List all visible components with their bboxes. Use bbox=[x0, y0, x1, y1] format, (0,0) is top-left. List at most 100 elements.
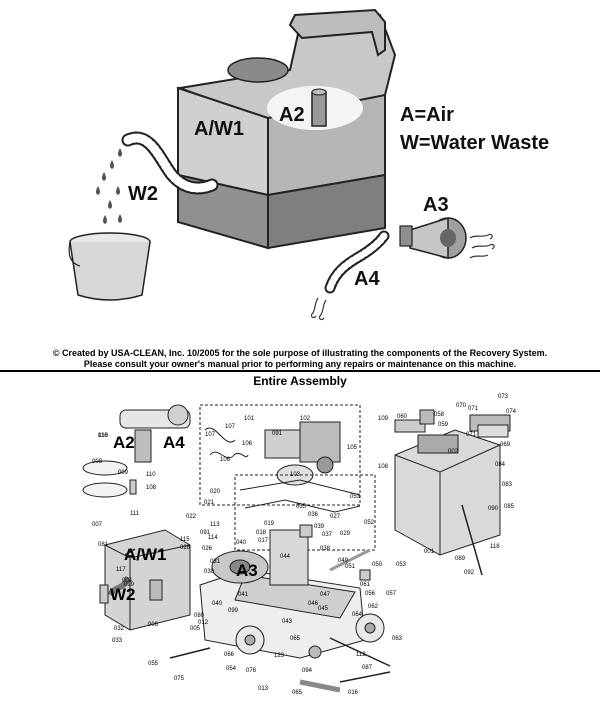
part-number-label: 065 bbox=[290, 636, 301, 642]
part-number-label: 117 bbox=[116, 567, 126, 573]
part-number-label: 039 bbox=[314, 524, 325, 530]
part-number-label: 047 bbox=[320, 592, 331, 598]
part-number-label: 021 bbox=[204, 500, 215, 506]
part-number-label: 065 bbox=[292, 690, 303, 696]
part-number-label: 115 bbox=[180, 537, 190, 543]
label-a3: A3 bbox=[423, 194, 449, 216]
assembly-code-a3: A3 bbox=[236, 561, 258, 580]
part-number-label: 005 bbox=[190, 626, 201, 632]
part-number-label: 087 bbox=[362, 665, 373, 671]
part-number-label: 040 bbox=[212, 601, 223, 607]
assembly-title: Entire Assembly bbox=[253, 374, 347, 388]
part-number-label: 091 bbox=[200, 530, 211, 536]
part-number-label: 010 bbox=[98, 433, 109, 439]
part-number-label: 064 bbox=[352, 612, 363, 618]
label-a2: A2 bbox=[279, 104, 305, 126]
a2-float-filter bbox=[311, 91, 327, 127]
valve-group-box bbox=[199, 404, 361, 506]
part-number-label: 080 bbox=[194, 613, 205, 619]
part-number-label: 099 bbox=[228, 608, 239, 614]
assembly-code-aw1: A/W1 bbox=[124, 545, 167, 564]
label-aw1: A/W1 bbox=[194, 118, 244, 140]
part-number-label: 081 bbox=[98, 542, 109, 548]
a3-blower bbox=[399, 216, 467, 259]
part-number-label: 110 bbox=[146, 472, 156, 478]
part-number-label: 019 bbox=[264, 521, 275, 527]
part-number-label: 113 bbox=[210, 522, 220, 528]
water-drops bbox=[96, 148, 122, 224]
part-number-label: 118 bbox=[490, 544, 500, 550]
part-number-label: 028 bbox=[180, 545, 191, 551]
part-number-label: 074 bbox=[506, 409, 517, 415]
part-number-label: 046 bbox=[308, 601, 319, 607]
part-tank-right bbox=[394, 429, 501, 556]
part-number-label: 062 bbox=[368, 604, 379, 610]
part-number-label: 071 bbox=[468, 406, 479, 412]
part-number-label: 092 bbox=[464, 570, 475, 576]
part-number-label: 123 bbox=[274, 653, 285, 659]
part-number-label: 076 bbox=[246, 668, 257, 674]
part-number-label: 063 bbox=[392, 636, 403, 642]
part-number-label: 054 bbox=[226, 666, 237, 672]
assembly-code-a2: A2 bbox=[113, 433, 135, 452]
part-number-label: 094 bbox=[302, 668, 313, 674]
part-number-label: 031 bbox=[210, 559, 221, 565]
part-number-label: 056 bbox=[365, 591, 376, 597]
part-number-label: 004 bbox=[122, 578, 133, 584]
part-number-label: 106 bbox=[220, 457, 231, 463]
part-number-label: 075 bbox=[174, 676, 185, 682]
part-number-label: 055 bbox=[148, 661, 159, 667]
part-number-label: 009 bbox=[118, 470, 129, 476]
part-number-label: 105 bbox=[347, 445, 358, 451]
tank-handle bbox=[288, 8, 386, 57]
part-number-label: 053 bbox=[396, 562, 407, 568]
part-number-label: 059 bbox=[438, 422, 449, 428]
part-number-label: 017 bbox=[258, 538, 269, 544]
part-number-label: 052 bbox=[364, 520, 375, 526]
part-number-label: 070 bbox=[456, 403, 467, 409]
part-number-label: 040 bbox=[236, 540, 247, 546]
part-number-label: 083 bbox=[502, 482, 513, 488]
part-number-label: 037 bbox=[322, 532, 333, 538]
tank-lid-opening bbox=[227, 57, 289, 83]
part-number-label: 112 bbox=[356, 652, 366, 658]
part-number-label: 016 bbox=[348, 690, 359, 696]
air-swirls bbox=[310, 233, 495, 321]
part-filter bbox=[134, 429, 152, 463]
part-number-label: 071 bbox=[466, 432, 477, 438]
part-number-label: 043 bbox=[282, 619, 293, 625]
part-number-label: 107 bbox=[205, 432, 216, 438]
assembly-code-w2: W2 bbox=[110, 585, 136, 604]
part-number-label: 013 bbox=[258, 686, 269, 692]
legend-water-waste: W=Water Waste bbox=[400, 132, 550, 154]
part-number-label: 066 bbox=[224, 652, 235, 658]
part-number-label: 029 bbox=[340, 531, 351, 537]
recovery-tank-drawing bbox=[68, 8, 495, 321]
part-number-label: 091 bbox=[272, 431, 283, 437]
part-number-label: 073 bbox=[498, 394, 509, 400]
part-number-label: 049 bbox=[338, 558, 349, 564]
part-number-label: 035 bbox=[296, 504, 307, 510]
part-number-label: 008 bbox=[92, 459, 103, 465]
part-number-label: 027 bbox=[330, 514, 341, 520]
assembly-code-a4: A4 bbox=[163, 433, 185, 452]
part-number-label: 006 bbox=[148, 622, 159, 628]
part-number-label: 069 bbox=[500, 442, 511, 448]
section-divider bbox=[0, 370, 600, 372]
part-number-label: 084 bbox=[495, 462, 506, 468]
part-number-label: 057 bbox=[386, 591, 397, 597]
part-number-label: 036 bbox=[308, 512, 319, 518]
part-number-label: 099 bbox=[124, 582, 135, 588]
part-number-label: 108 bbox=[146, 485, 157, 491]
part-number-label: 107 bbox=[225, 424, 236, 430]
part-number-label: 101 bbox=[244, 416, 255, 422]
part-number-label: 060 bbox=[397, 414, 408, 420]
legend-air: A=Air bbox=[400, 104, 454, 126]
part-number-label: 041 bbox=[238, 592, 249, 598]
part-number-label: 109 bbox=[378, 416, 389, 422]
part-number-label: 033 bbox=[112, 638, 123, 644]
part-number-label: 012 bbox=[198, 620, 209, 626]
